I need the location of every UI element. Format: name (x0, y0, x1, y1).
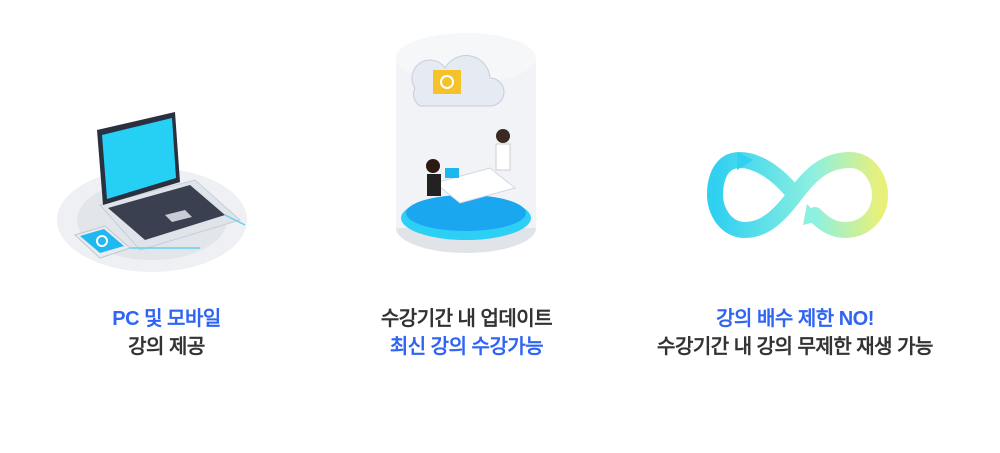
feature-subtitle: 최신 강의 수강가능 (389, 336, 544, 358)
feature-update: 수강기간 내 업데이트 최신 강의 수강가능 (300, 0, 633, 453)
laptop-mobile-icon (57, 112, 247, 272)
feature-title: 강의 배수 제한 NO! (716, 308, 874, 330)
feature-title: 수강기간 내 업데이트 (380, 308, 553, 330)
feature-title: PC 및 모바일 (112, 308, 221, 330)
feature-subtitle: 강의 제공 (128, 336, 205, 358)
feature-pc-mobile: PC 및 모바일 강의 제공 (0, 0, 333, 453)
feature-unlimited: 강의 배수 제한 NO! 수강기간 내 강의 무제한 재생 가능 (625, 0, 965, 453)
infinity-icon (706, 151, 889, 239)
cloud-update-icon (396, 33, 536, 253)
feature-subtitle: 수강기간 내 강의 무제한 재생 가능 (657, 336, 933, 358)
